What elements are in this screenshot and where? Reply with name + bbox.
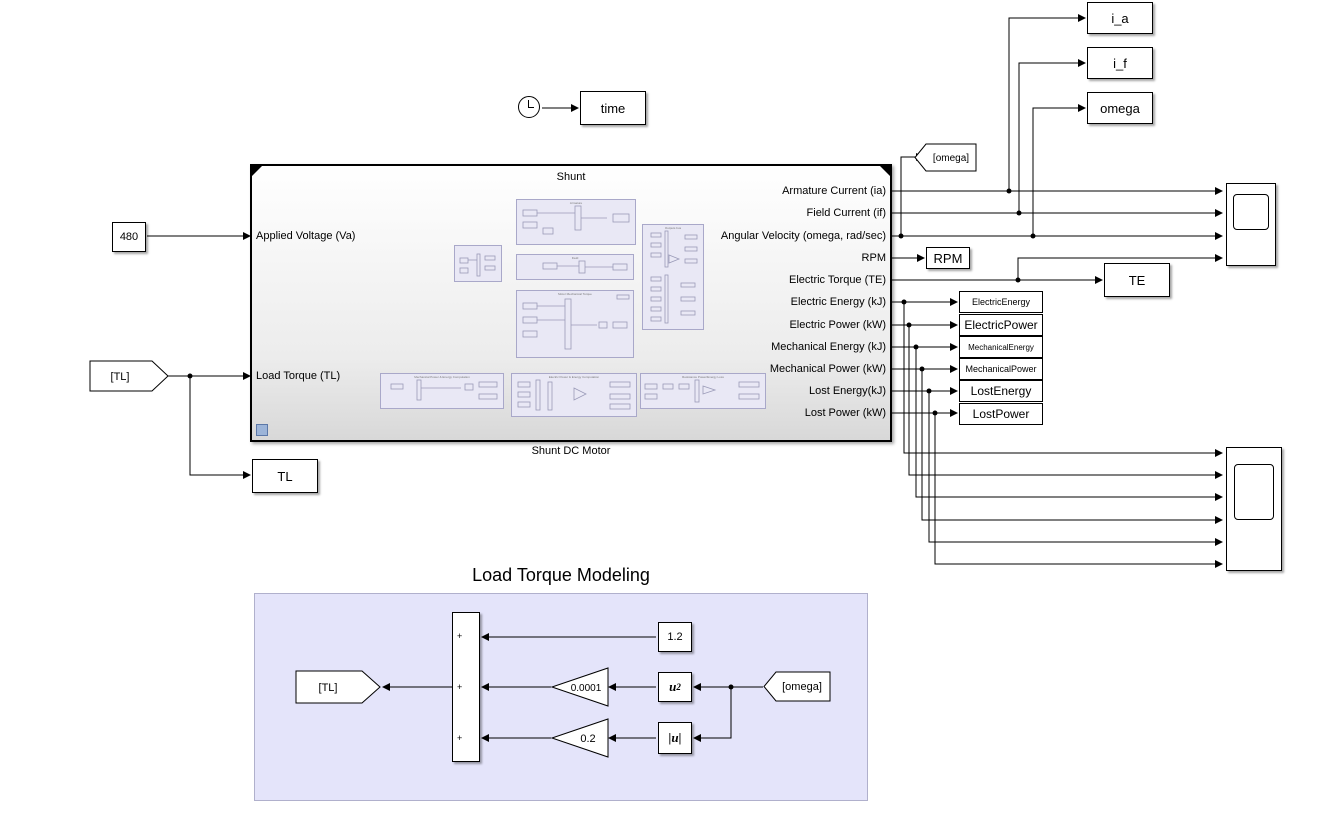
load-torque-title: Load Torque Modeling: [472, 565, 650, 585]
gain-0-2-label: 0.2: [580, 733, 595, 745]
scope-screen-icon: [1233, 194, 1269, 230]
corner-mark-icon: [880, 166, 890, 176]
input-port-load-torque: Load Torque (TL): [256, 370, 341, 382]
tl-to-workspace-block[interactable]: TL: [252, 459, 318, 493]
display-mechanical-energy[interactable]: MechanicalEnergy: [959, 336, 1043, 358]
te-to-workspace-block[interactable]: TE: [1104, 263, 1170, 297]
gain-0-0001-block[interactable]: 0.0001: [550, 667, 612, 709]
preview-loss: Resistance Power/Energy Loss: [640, 373, 766, 409]
display-lost-energy[interactable]: LostEnergy: [959, 380, 1043, 402]
scope-lower[interactable]: [1226, 447, 1282, 571]
output-port-angular-velocity: Angular Velocity (omega, rad/sec): [720, 230, 886, 242]
sum-block[interactable]: + + +: [452, 612, 480, 762]
constant-480-block[interactable]: 480: [112, 222, 146, 252]
rpm-to-workspace-block[interactable]: RPM: [926, 247, 970, 269]
preview-small: [454, 245, 502, 282]
gain-0-2-block[interactable]: 0.2: [550, 718, 612, 760]
subsystem-caption: Shunt DC Motor: [531, 445, 611, 457]
preview-field: Field: [516, 254, 634, 280]
from-omega-tag[interactable]: [omega]: [762, 671, 834, 705]
output-port-electric-power: Electric Power (kW): [789, 319, 886, 331]
output-port-lost-power: Lost Power (kW): [804, 407, 886, 419]
ia-to-workspace-block[interactable]: i_a: [1087, 2, 1153, 34]
subsystem-title: Shunt: [556, 171, 586, 183]
input-port-applied-voltage: Applied Voltage (Va): [256, 230, 356, 242]
sum-sign: +: [457, 631, 463, 641]
output-port-field-current: Field Current (if): [806, 207, 886, 219]
display-electric-power[interactable]: ElectricPower: [959, 314, 1043, 336]
output-port-electric-energy: Electric Energy (kJ): [790, 296, 886, 308]
square-function-label: u: [669, 679, 677, 694]
preview-armature: Armature: [516, 199, 636, 245]
scope-upper[interactable]: [1226, 183, 1276, 266]
if-to-workspace-block[interactable]: i_f: [1087, 47, 1153, 79]
output-port-mechanical-energy: Mechanical Energy (kJ): [771, 341, 886, 353]
corner-mark-icon: [252, 166, 262, 176]
clock-icon[interactable]: [518, 96, 540, 118]
output-port-electric-torque: Electric Torque (TE): [789, 274, 886, 286]
goto-tl-tag[interactable]: [TL]: [294, 670, 384, 706]
from-omega-label: [omega]: [782, 681, 822, 693]
preview-torque: Motor Mechanical Torque: [516, 290, 634, 358]
output-port-rpm: RPM: [861, 252, 886, 264]
output-port-mechanical-power: Mechanical Power (kW): [769, 363, 886, 375]
display-electric-energy[interactable]: ElectricEnergy: [959, 291, 1043, 313]
preview-elec-power: Electric Power & Energy Computation: [511, 373, 637, 417]
shunt-subsystem[interactable]: Shunt Armature Field Motor Mechanical To…: [250, 164, 892, 442]
from-tl-tag[interactable]: [TL]: [88, 360, 170, 394]
goto-tl-label: [TL]: [319, 682, 338, 694]
from-tl-label: [TL]: [111, 371, 130, 383]
output-port-armature-current: Armature Current (ia): [782, 185, 886, 197]
square-exponent: 2: [676, 682, 681, 692]
goto-omega-tag[interactable]: [omega]: [914, 143, 978, 173]
gain-0-0001-label: 0.0001: [571, 683, 602, 694]
goto-omega-label: [omega]: [933, 153, 969, 164]
output-port-lost-energy: Lost Energy(kJ): [808, 385, 886, 397]
preview-outputs-bus: Outputs bus: [642, 224, 704, 330]
sum-sign: +: [457, 733, 463, 743]
omega-to-workspace-block[interactable]: omega: [1087, 92, 1153, 124]
scope-screen-icon: [1234, 464, 1274, 520]
constant-1-2-block[interactable]: 1.2: [658, 622, 692, 652]
preview-mech-power: Mechanical Power & Energy Computation: [380, 373, 504, 409]
display-lost-power[interactable]: LostPower: [959, 403, 1043, 425]
display-mechanical-power[interactable]: MechanicalPower: [959, 358, 1043, 380]
sum-sign: +: [457, 682, 463, 692]
mask-edit-icon[interactable]: [256, 424, 268, 436]
abs-block[interactable]: |u|: [658, 722, 692, 754]
time-to-workspace-block[interactable]: time: [580, 91, 646, 125]
